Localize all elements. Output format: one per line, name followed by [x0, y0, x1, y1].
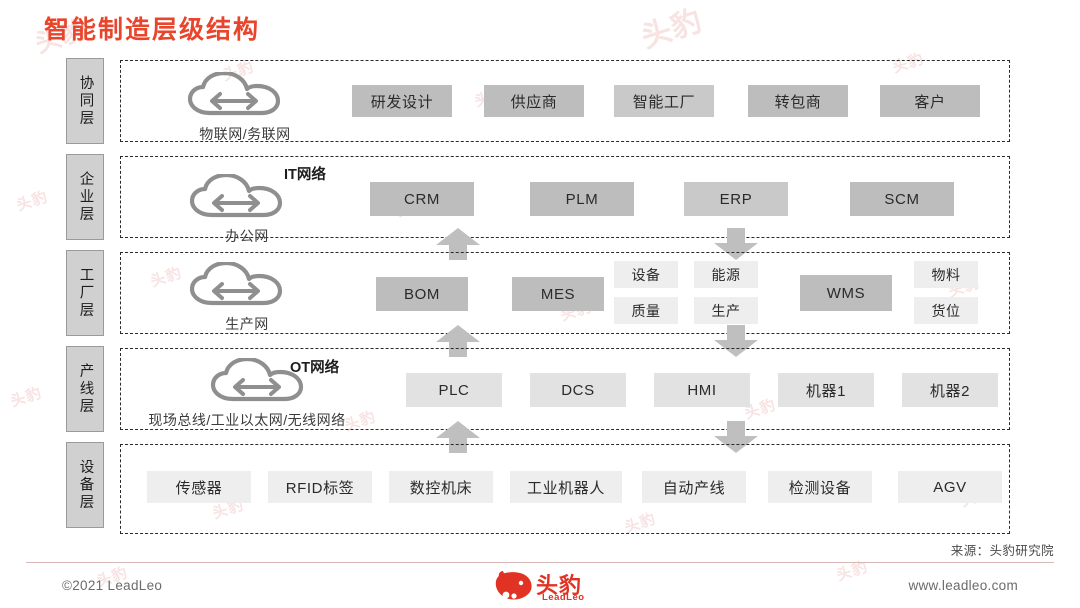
node-plc[interactable]: PLC [406, 373, 502, 407]
layer-tag-device: 设备层 [66, 442, 104, 528]
node-hmi[interactable]: HMI [654, 373, 750, 407]
cloud-group-fieldbus: 现场总线/工业以太网/无线网络 [134, 356, 360, 430]
arrow-down-enterprise-factory [714, 228, 758, 260]
layer-tag-factory: 工厂层 [66, 250, 104, 336]
node-dcs[interactable]: DCS [530, 373, 626, 407]
arrow-up-line-device [436, 421, 480, 453]
layer-tag-enterprise: 企业层 [66, 154, 104, 240]
source-note: 来源：头豹研究院 [950, 544, 1054, 558]
node-supplier[interactable]: 供应商 [484, 85, 584, 117]
arrow-down-factory-line [714, 325, 758, 357]
leopard-mascot-icon [495, 571, 532, 600]
node-energy[interactable]: 能源 [694, 261, 758, 288]
cloud-caption: 物联网/务联网 [199, 126, 291, 142]
node-quality[interactable]: 质量 [614, 297, 678, 324]
network-label-it: IT网络 [284, 167, 326, 183]
node-scm[interactable]: SCM [850, 182, 954, 216]
cloud-caption: 现场总线/工业以太网/无线网络 [148, 412, 346, 428]
layer-tag-label: 企业层 [77, 170, 94, 224]
layer-tag-label: 产线层 [77, 362, 94, 416]
logo-chinese-text: 头豹 [536, 573, 583, 598]
website-text: www.leadleo.com [908, 578, 1018, 593]
cloud-icon [187, 70, 281, 116]
cloud-group-iot: 物联网/务联网 [180, 70, 310, 144]
node-material[interactable]: 物料 [914, 261, 978, 288]
node-rfid-tag[interactable]: RFID标签 [268, 471, 372, 503]
arrow-up-factory-line [436, 325, 480, 357]
node-agv[interactable]: AGV [898, 471, 1002, 503]
layer-box-device [120, 444, 1010, 534]
node-bom[interactable]: BOM [376, 277, 468, 311]
leadleo-logo: 头豹 LeadLeo [494, 565, 604, 607]
cloud-icon [210, 356, 304, 402]
node-equipment[interactable]: 设备 [614, 261, 678, 288]
cloud-caption: 生产网 [225, 316, 269, 332]
arrow-up-enterprise-factory [436, 228, 480, 260]
node-smart-factory[interactable]: 智能工厂 [614, 85, 714, 117]
node-erp[interactable]: ERP [684, 182, 788, 216]
node-rd-design[interactable]: 研发设计 [352, 85, 452, 117]
layer-box-production-line [120, 348, 1010, 430]
copyright-text: ©2021 LeadLeo [62, 578, 163, 593]
cloud-caption: 办公网 [225, 228, 269, 244]
layer-box-factory [120, 252, 1010, 334]
network-label-ot: OT网络 [290, 360, 340, 376]
cloud-icon [189, 172, 283, 218]
node-automated-line[interactable]: 自动产线 [642, 471, 746, 503]
node-customer[interactable]: 客户 [880, 85, 980, 117]
node-storage-bin[interactable]: 货位 [914, 297, 978, 324]
node-industrial-robot[interactable]: 工业机器人 [510, 471, 622, 503]
cloud-group-office: 办公网 [184, 172, 310, 246]
layer-tag-label: 设备层 [77, 458, 94, 512]
node-plm[interactable]: PLM [530, 182, 634, 216]
node-crm[interactable]: CRM [370, 182, 474, 216]
node-mes[interactable]: MES [512, 277, 604, 311]
layer-tag-label: 协同层 [77, 74, 94, 128]
node-wms[interactable]: WMS [800, 275, 892, 311]
node-machine-2[interactable]: 机器2 [902, 373, 998, 407]
footer-divider [26, 562, 1054, 563]
node-inspection-device[interactable]: 检测设备 [768, 471, 872, 503]
logo-english-text: LeadLeo [542, 592, 585, 603]
node-cnc-machine[interactable]: 数控机床 [389, 471, 493, 503]
node-production[interactable]: 生产 [694, 297, 758, 324]
arrow-down-line-device [714, 421, 758, 453]
cloud-group-production: 生产网 [184, 260, 310, 334]
node-subcontractor[interactable]: 转包商 [748, 85, 848, 117]
node-machine-1[interactable]: 机器1 [778, 373, 874, 407]
layer-box-collaboration [120, 60, 1010, 142]
page-title: 智能制造层级结构 [44, 16, 261, 44]
layer-tag-collaboration: 协同层 [66, 58, 104, 144]
layer-tag-production-line: 产线层 [66, 346, 104, 432]
cloud-icon [189, 260, 283, 306]
node-sensor[interactable]: 传感器 [147, 471, 251, 503]
layer-tag-label: 工厂层 [77, 266, 94, 320]
layer-box-enterprise [120, 156, 1010, 238]
